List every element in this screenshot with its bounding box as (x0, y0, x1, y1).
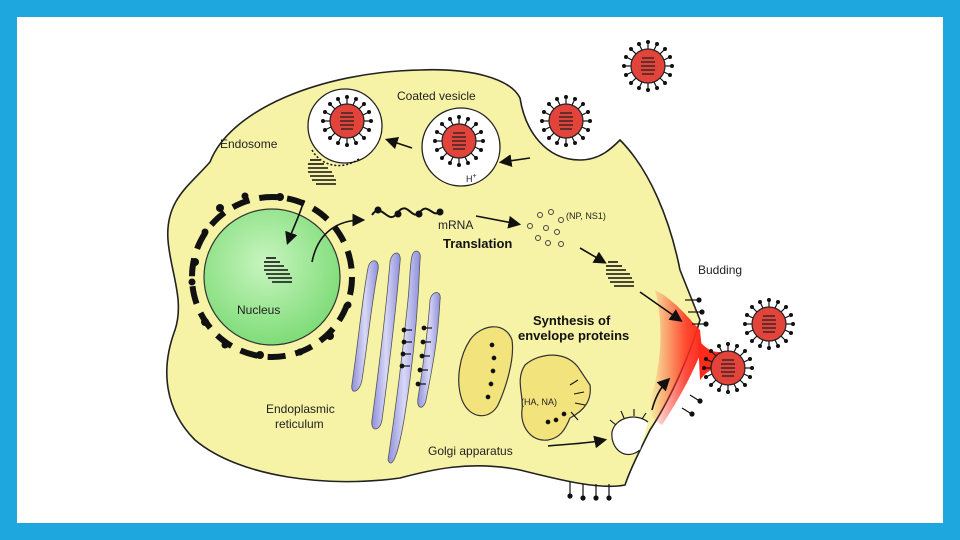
virus-budding (701, 341, 755, 395)
virus-released (742, 297, 796, 351)
label-ha-na: (HA, NA) (521, 397, 557, 407)
label-endoplasmic-2: reticulum (275, 417, 324, 431)
membrane-spikes-bottom (567, 482, 612, 501)
golgi-proteins (485, 342, 586, 425)
ribosomes-on-envelope (188, 192, 352, 359)
np-ns1-proteins (527, 209, 564, 247)
label-endosome: Endosome (220, 137, 278, 151)
nucleus (203, 208, 341, 346)
label-translation: Translation (443, 236, 512, 251)
label-golgi: Golgi apparatus (428, 444, 513, 458)
membrane-spikes-budding (681, 297, 709, 417)
label-synthesis-line2: envelope proteins (518, 328, 629, 343)
label-budding: Budding (698, 263, 742, 277)
label-endoplasmic-1: Endoplasmic (266, 402, 335, 416)
label-coated-vesicle: Coated vesicle (397, 89, 476, 103)
label-np-ns1: (NP, NS1) (566, 211, 606, 221)
secretory-vesicle (611, 416, 649, 456)
virus-attaching (539, 94, 593, 148)
virus-in-endosome (320, 94, 374, 148)
mrna-strand (371, 207, 441, 219)
vesicle-spikes (609, 409, 647, 426)
process-arrows (285, 136, 683, 449)
mrna-ribosomes (374, 206, 444, 218)
nuclear-envelope (189, 194, 355, 360)
golgi-apparatus (458, 326, 591, 441)
label-h-plus: H+ (466, 173, 477, 184)
er-surface-proteins (399, 325, 432, 387)
endoplasmic-reticulum (351, 250, 441, 464)
label-synthesis-line1: Synthesis of (533, 313, 611, 328)
virus-in-coated-vesicle (432, 114, 486, 168)
label-mrna: mRNA (438, 218, 473, 232)
label-nucleus: Nucleus (237, 303, 280, 317)
virus-extracellular (621, 39, 675, 93)
